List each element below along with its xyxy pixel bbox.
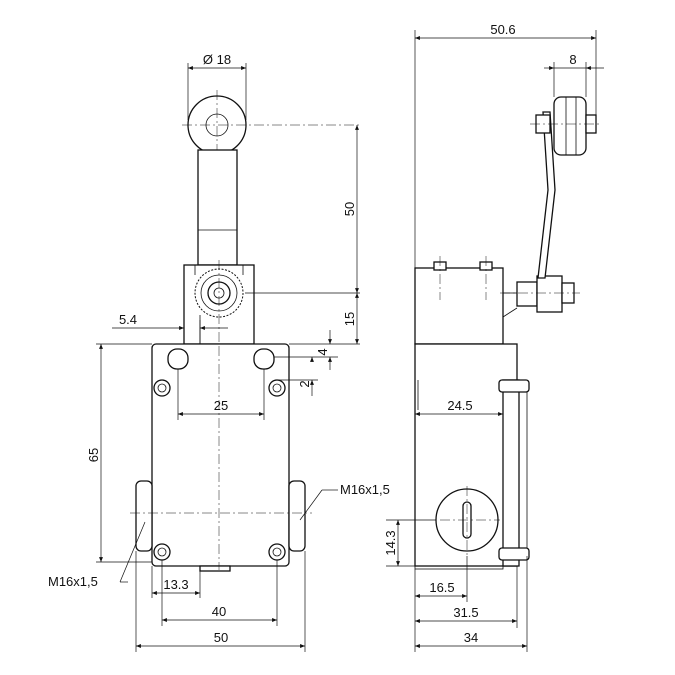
dim-entry-center: 16.5 [429, 580, 454, 595]
dim-body-height: 65 [86, 448, 101, 462]
slot-left [167, 348, 189, 370]
lever-arm [197, 149, 238, 266]
dim-total-depth: 34 [464, 630, 478, 645]
screw-top-right [268, 379, 286, 397]
screw-bottom-left [153, 543, 171, 561]
dim-screw-offset: 2 [297, 380, 312, 387]
screw-bottom-right [268, 543, 286, 561]
dim-roller-width: 8 [569, 52, 576, 67]
side-nut [536, 275, 563, 313]
dim-roller-diameter: Ø 18 [203, 52, 231, 67]
dim-head-depth: 24.5 [447, 398, 472, 413]
dim-pivot-to-top: 15 [342, 312, 357, 326]
dim-slot-offset: 5.4 [119, 312, 137, 327]
dim-base-depth: 31.5 [453, 605, 478, 620]
dim-entry-height: 14.3 [383, 530, 398, 555]
dim-slot-height: 4 [315, 348, 330, 355]
front-view: Ø 18 50 15 5.4 4 2 25 65 [48, 52, 390, 652]
side-roller [553, 96, 587, 156]
screw-top-left [153, 379, 171, 397]
dim-hole-spacing: 40 [212, 604, 226, 619]
dim-overall-depth: 50.6 [490, 22, 515, 37]
dim-lever-length: 50 [342, 202, 357, 216]
side-shaft [516, 281, 538, 307]
cable-entry-left [135, 480, 153, 552]
side-cover [502, 379, 520, 567]
thread-label-left: M16x1,5 [48, 574, 98, 589]
housing-body [151, 343, 290, 567]
side-head [414, 267, 504, 345]
side-view: 50.6 8 24.5 14.3 16.5 31.5 34 [383, 22, 604, 652]
dim-body-width: 50 [214, 630, 228, 645]
slot-right [253, 348, 275, 370]
dim-entry-offset: 13.3 [163, 577, 188, 592]
side-lever [537, 111, 556, 279]
dim-mounting-spacing: 25 [214, 398, 228, 413]
cable-entry-right [288, 480, 306, 552]
thread-label-right: M16x1,5 [340, 482, 390, 497]
